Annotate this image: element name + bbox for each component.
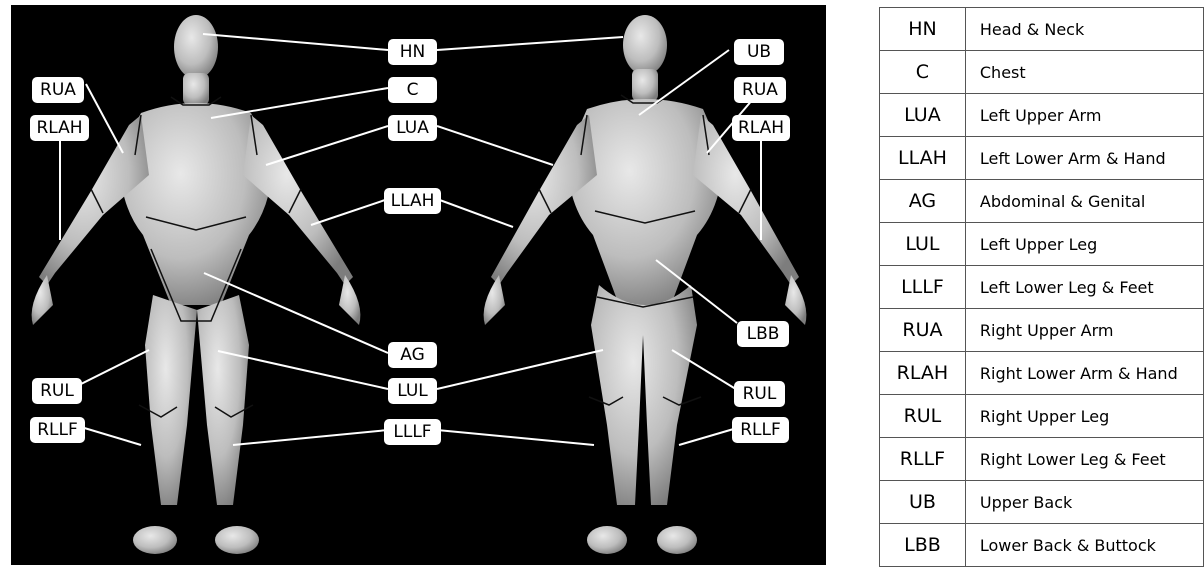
- label-lul: LUL: [388, 378, 437, 404]
- legend-name: Left Upper Leg: [965, 223, 1203, 266]
- label-rua-front: RUA: [32, 77, 84, 103]
- legend-code: LBB: [880, 524, 966, 567]
- label-c: C: [388, 77, 437, 103]
- leader-line-hn-back: [437, 37, 623, 50]
- body-map-figure: HN C LUA LLAH AG LUL LLLF RUA RLAH RUL R…: [11, 5, 826, 565]
- leader-line-lua-front: [266, 126, 388, 165]
- legend-name: Right Upper Leg: [965, 395, 1203, 438]
- legend-name: Abdominal & Genital: [965, 180, 1203, 223]
- legend-code: RLLF: [880, 438, 966, 481]
- legend-name: Left Lower Leg & Feet: [965, 266, 1203, 309]
- legend-code: C: [880, 51, 966, 94]
- leader-line-lul-back: [437, 350, 603, 389]
- legend-code: RUA: [880, 309, 966, 352]
- leader-line-rllf-back: [679, 428, 737, 445]
- legend-code: RLAH: [880, 352, 966, 395]
- legend-name: Right Lower Leg & Feet: [965, 438, 1203, 481]
- legend-name: Left Lower Arm & Hand: [965, 137, 1203, 180]
- label-rua-back: RUA: [734, 77, 786, 103]
- label-hn: HN: [388, 39, 437, 65]
- legend-name: Upper Back: [965, 481, 1203, 524]
- legend-name: Head & Neck: [965, 8, 1203, 51]
- label-ag: AG: [388, 342, 437, 368]
- legend-code: LUL: [880, 223, 966, 266]
- label-llah: LLAH: [384, 188, 441, 214]
- leader-line-rllf-front: [81, 427, 141, 445]
- label-rllf-back: RLLF: [732, 417, 789, 443]
- legend-name: Right Lower Arm & Hand: [965, 352, 1203, 395]
- leader-line-lllf-front: [233, 430, 388, 445]
- label-rlah-back: RLAH: [732, 115, 790, 141]
- leader-line-llah-front: [311, 199, 388, 225]
- legend-code: RUL: [880, 395, 966, 438]
- label-lua: LUA: [388, 115, 437, 141]
- legend-code: HN: [880, 8, 966, 51]
- leader-line-llah-back: [437, 199, 513, 227]
- label-rllf-front: RLLF: [30, 417, 85, 443]
- legend-code: AG: [880, 180, 966, 223]
- legend-code: UB: [880, 481, 966, 524]
- label-lllf: LLLF: [384, 419, 441, 445]
- leader-line-rua-front: [86, 84, 123, 153]
- legend-code: LLLF: [880, 266, 966, 309]
- label-lbb: LBB: [737, 321, 789, 347]
- legend-name: Right Upper Arm: [965, 309, 1203, 352]
- legend-name: Chest: [965, 51, 1203, 94]
- legend-name: Lower Back & Buttock: [965, 524, 1203, 567]
- leader-line-lllf-back: [437, 430, 594, 445]
- leader-line-lua-back: [437, 126, 553, 165]
- legend-code: LUA: [880, 94, 966, 137]
- leader-line-c: [211, 88, 388, 118]
- leader-line-hn-front: [203, 34, 388, 50]
- label-rlah-front: RLAH: [30, 115, 89, 141]
- leader-line-rul-front: [79, 350, 149, 385]
- label-ub: UB: [734, 39, 784, 65]
- label-rul-front: RUL: [32, 378, 82, 404]
- legend-name: Left Upper Arm: [965, 94, 1203, 137]
- label-rul-back: RUL: [734, 381, 785, 407]
- legend-code: LLAH: [880, 137, 966, 180]
